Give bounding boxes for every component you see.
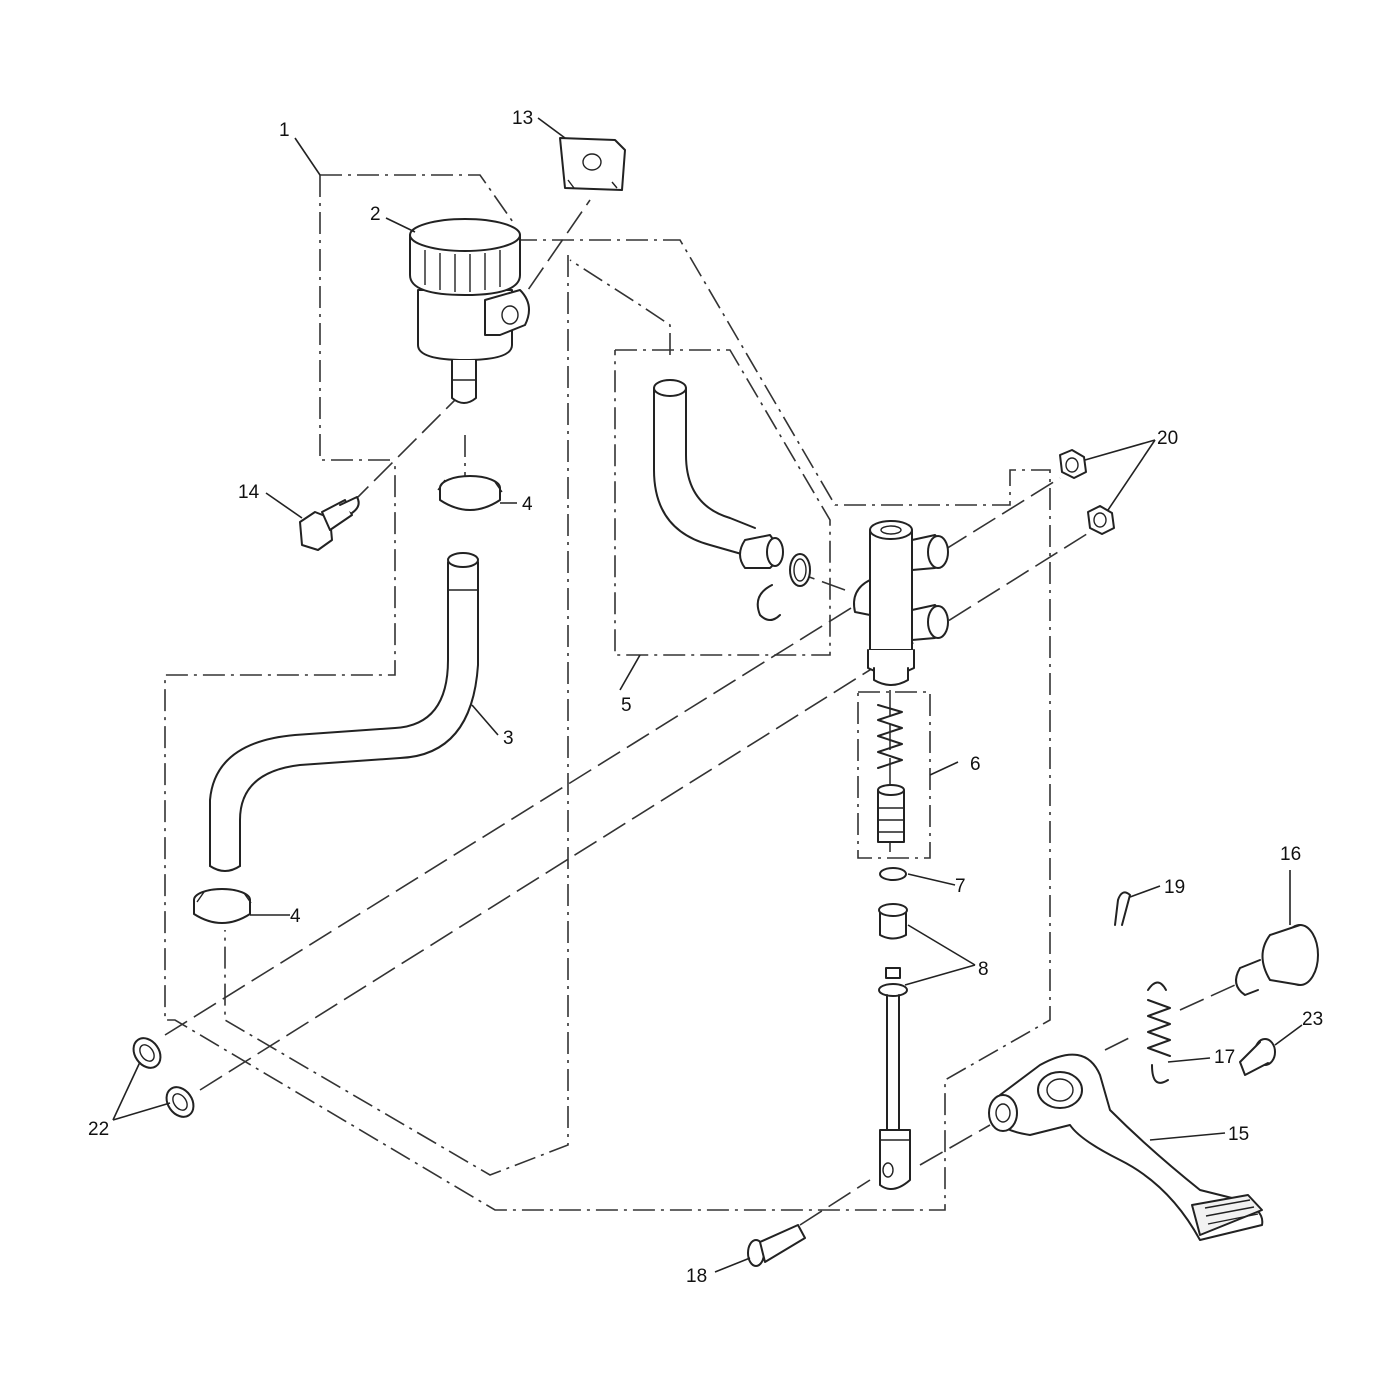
hose-part-3 <box>209 552 479 872</box>
callout-3: 3 <box>503 728 514 749</box>
clevis-pin-part-18 <box>747 1224 806 1267</box>
reservoir-part-2 <box>409 218 530 404</box>
small-bolt-part-23 <box>1239 1038 1276 1076</box>
callout-14: 14 <box>238 482 260 503</box>
boot-part-8 <box>878 903 908 940</box>
callout-23: 23 <box>1302 1009 1323 1030</box>
elbow-hose-part-5 <box>653 379 811 621</box>
callout-16: 16 <box>1280 844 1301 865</box>
washer-upper-part-22 <box>132 1037 162 1069</box>
callout-18: 18 <box>686 1266 707 1287</box>
callout-7: 7 <box>955 876 966 897</box>
washer-lower-part-22 <box>165 1086 195 1118</box>
pushrod-part-8 <box>878 967 911 1190</box>
nut-upper-part-20 <box>1059 449 1087 479</box>
callout-22: 22 <box>88 1119 109 1140</box>
clip-part-13 <box>559 137 626 191</box>
callout-4-upper: 4 <box>522 494 533 515</box>
callout-13: 13 <box>512 108 533 129</box>
hose-clip-lower-part-4 <box>193 888 252 924</box>
master-cylinder-body <box>853 520 949 686</box>
pivot-bolt-part-16 <box>1235 924 1319 996</box>
brake-pedal-part-15 <box>988 1053 1264 1241</box>
callout-8: 8 <box>978 959 989 980</box>
callout-labels: 1 2 13 14 4 3 4 5 6 7 8 20 19 16 23 17 1… <box>88 108 1323 1287</box>
return-spring-part-17 <box>1147 981 1171 1084</box>
bolt-part-14 <box>299 496 360 551</box>
callout-17: 17 <box>1214 1047 1235 1068</box>
callout-20: 20 <box>1157 428 1178 449</box>
callout-6: 6 <box>970 754 981 775</box>
callout-4-lower: 4 <box>290 906 301 927</box>
piston-kit-group-part-6 <box>857 691 931 859</box>
nut-lower-part-20 <box>1087 505 1115 535</box>
split-pin-part-19 <box>1114 891 1131 926</box>
assembly-outlines <box>164 174 1051 1211</box>
leader-lines <box>112 117 1303 1273</box>
callout-1: 1 <box>279 120 290 141</box>
hose-clip-upper-part-4 <box>437 475 503 511</box>
callout-19: 19 <box>1164 877 1185 898</box>
callout-2: 2 <box>370 204 381 225</box>
callout-15: 15 <box>1228 1124 1249 1145</box>
callout-5: 5 <box>621 695 632 716</box>
oring-part-7 <box>879 867 907 881</box>
